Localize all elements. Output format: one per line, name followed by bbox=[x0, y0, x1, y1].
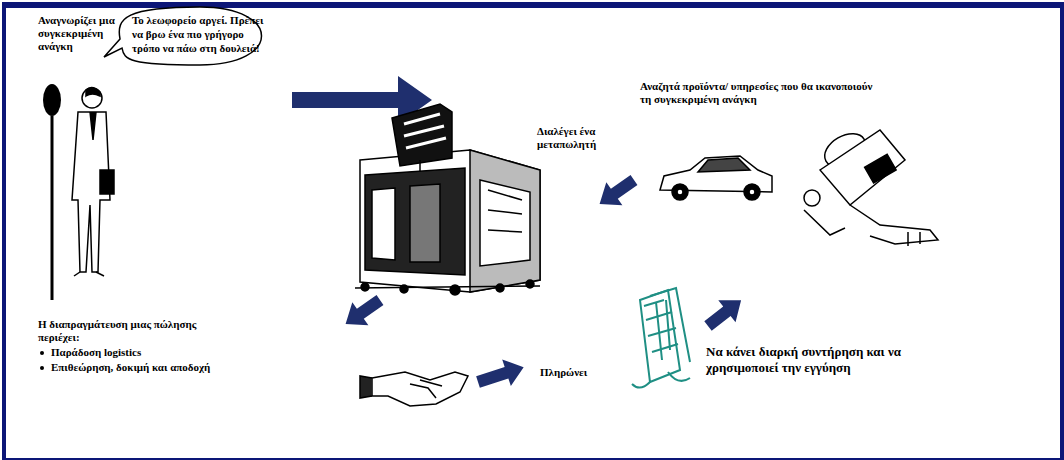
flow-arrow bbox=[474, 354, 528, 395]
bullet-row: Παράδοση logistics bbox=[40, 346, 270, 359]
bullet-row: Επιθεώρηση, δοκιμή και αποδοχή bbox=[40, 361, 270, 374]
bullet-item: Επιθεώρηση, δοκιμή και αποδοχή bbox=[51, 361, 210, 374]
step-label: Η διαπραγμάτευση μιας πώλησης περιέχει: bbox=[38, 318, 208, 344]
money-drawing bbox=[632, 288, 690, 388]
flow-arrow bbox=[338, 289, 388, 336]
bullet-dot bbox=[40, 366, 44, 370]
step-label: Αναγνωρίζει μια συγκεκριμένη ανάγκη bbox=[38, 14, 122, 54]
handshake-drawing bbox=[360, 372, 468, 406]
bullet-item: Παράδοση logistics bbox=[51, 346, 141, 359]
step-label: Διαλέγει ένα μεταπωλητή bbox=[537, 125, 621, 151]
step-label: Πληρώνει bbox=[540, 366, 620, 379]
speech-bubble: Το λεωφορείο αργεί. Πρέπει να βρω ένα πι… bbox=[116, 6, 284, 66]
flow-arrow bbox=[699, 289, 749, 337]
key-drawing bbox=[804, 127, 938, 246]
step-label: Αναζητά προϊόντα/ υπηρεσίες που θα ικανο… bbox=[640, 80, 880, 106]
flow-arrow bbox=[592, 169, 642, 216]
car-drawing bbox=[660, 156, 772, 200]
bubble-text: Το λεωφορείο αργεί. Πρέπει να βρω ένα πι… bbox=[132, 14, 274, 55]
bullet-dot bbox=[40, 351, 44, 355]
person-figure bbox=[72, 87, 114, 276]
step-label: Να κάνει διαρκή συντήρηση και να χρησιμο… bbox=[706, 344, 926, 375]
bus-stop-sign bbox=[43, 84, 61, 300]
dealer-building bbox=[355, 104, 540, 295]
